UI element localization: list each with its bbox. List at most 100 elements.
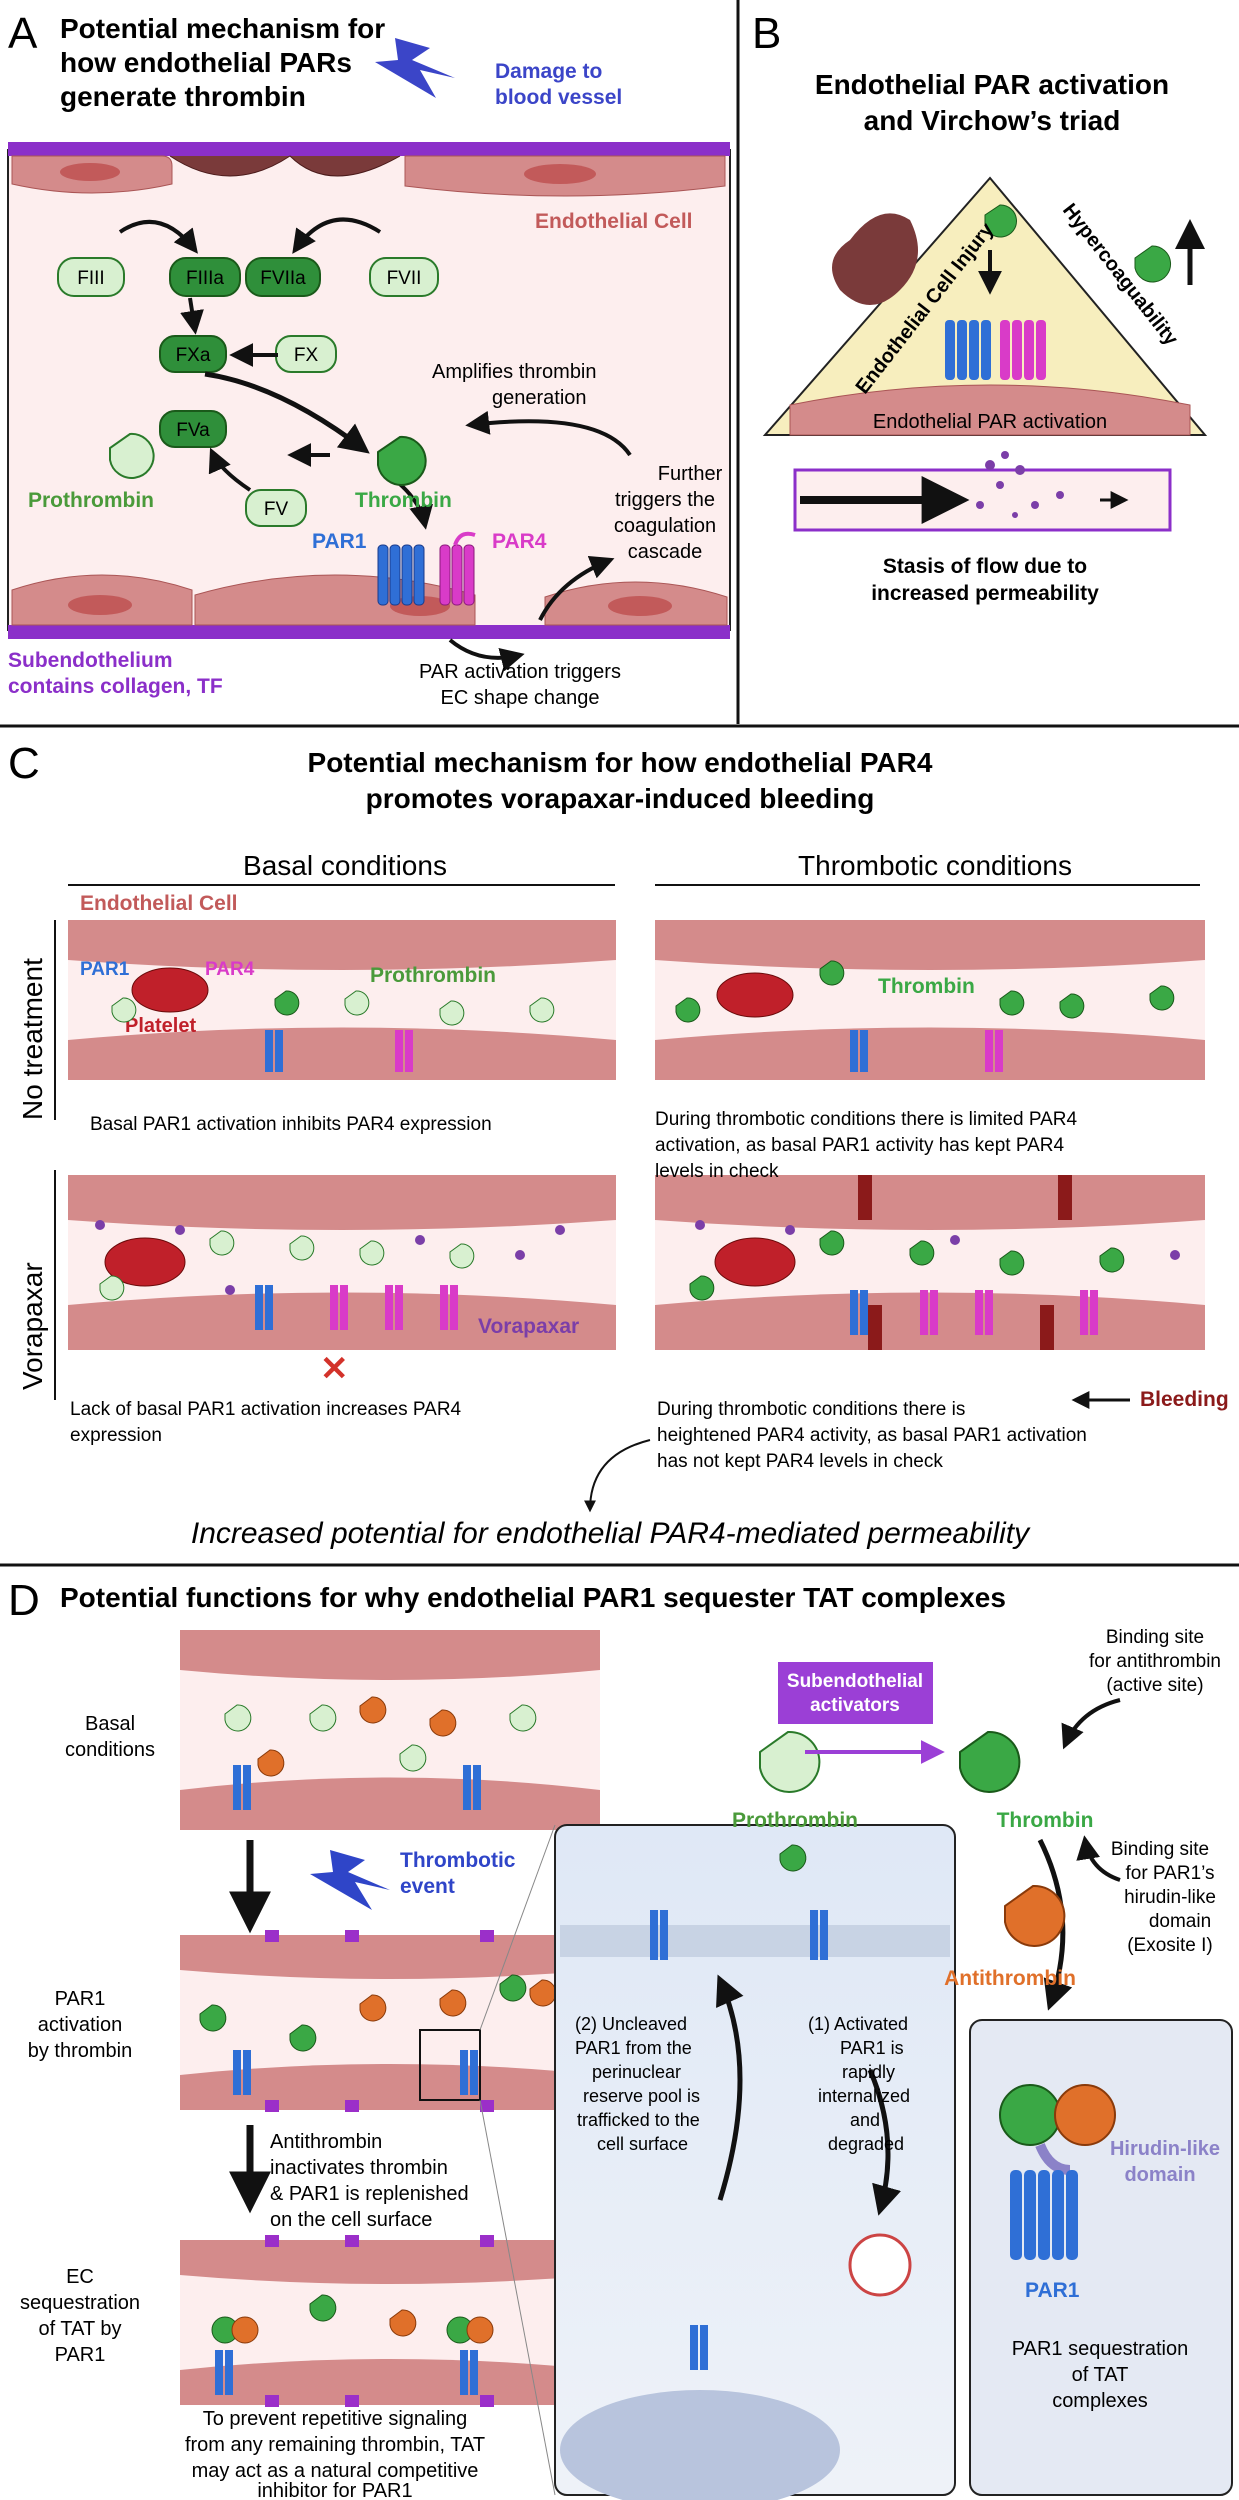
d-prothrombin-icon [759,1730,821,1793]
panel-d-title: Potential functions for why endothelial … [60,1582,1006,1613]
c-conclusion: Increased potential for endothelial PAR4… [191,1517,1031,1550]
d-lightning-icon [310,1850,390,1910]
panel-c-letter: C [8,739,40,788]
d-hirudin-1: Hirudin-like [1110,2138,1220,2160]
d-hirudin-2: domain [1124,2164,1195,2186]
d-internalize-arrow [867,2069,902,2216]
svg-text:FIII: FIII [77,268,104,289]
d-prothrombin-label: Prothrombin [732,1809,858,1832]
par4-label: PAR4 [492,530,547,553]
d-step1-6: degraded [828,2134,904,2154]
factor-fv: FV [245,489,307,527]
d-step1-2: PAR1 is [840,2038,904,2058]
panel-b-letter: B [752,9,781,58]
d-molecules [199,1696,557,2344]
panel-a-title-1: Potential mechanism for [60,13,385,44]
tat-antithrombin-icon [1054,2084,1116,2146]
svg-text:FVa: FVa [176,420,210,441]
amplifies-label-1: Amplifies thrombin [432,361,597,383]
d-anti-4: on the cell surface [270,2209,432,2231]
shape-change-label-1: PAR activation triggers [419,661,621,683]
prothrombin-label: Prothrombin [28,489,154,512]
d-antithrombin-icon [1004,1884,1066,1947]
d-par1act-1: PAR1 [55,1988,106,2010]
d-bind1-3: (active site) [1106,1675,1203,1696]
d-bind2-2: for PAR1’s [1125,1863,1214,1884]
injured-cell-icon [832,213,918,305]
c-basal-receptors [265,1030,413,1072]
c-vora-thrombotic-receptors [850,1290,1098,1335]
d-par1-label: PAR1 [1025,2279,1080,2302]
d-ec-1: EC [66,2266,94,2288]
c-bleeding-label: Bleeding [1140,1388,1229,1411]
factor-fva: FVa [159,410,227,448]
d-prevent-4: inhibitor for PAR1 [257,2480,412,2500]
b-par1 [945,320,991,380]
panel-a-letter: A [8,9,38,58]
d-step2-6: cell surface [597,2134,688,2154]
d-thrombotic-1: Thrombotic [400,1849,516,1872]
d-ec-2: sequestration [20,2292,140,2314]
further-label-4: cascade [628,541,703,563]
endothelial-cells-top [11,155,726,197]
svg-text:FVII: FVII [387,268,422,289]
panel-d: D Potential functions for why endothelia… [8,1576,1233,2500]
d-prevent-1: To prevent repetitive signaling [203,2408,468,2430]
thrombotic-header: Thrombotic conditions [798,850,1072,881]
d-step1-4: internalized [818,2086,910,2106]
d-par1act-2: activation [38,2014,123,2036]
c-vorapaxar-label: Vorapaxar [478,1315,579,1338]
row-vorapaxar: Vorapaxar [17,1262,48,1390]
c-endothelial-label: Endothelial Cell [80,892,238,915]
par1-label: PAR1 [312,530,367,553]
d-step1-3: rapidly [842,2062,895,2082]
vessel-interior [7,149,731,631]
d-bind2-1: Binding site [1111,1839,1209,1860]
d-seq-2: of TAT [1072,2364,1129,2386]
d-seq-3: complexes [1052,2390,1148,2412]
panel-c-title-1: Potential mechanism for how endothelial … [308,747,933,778]
b-endothelium [789,384,1191,436]
activation-label: Endothelial PAR activation [873,411,1107,433]
factor-fviia: FVIIa [245,257,321,297]
subendothelium-label-2: contains collagen, TF [8,675,223,698]
svg-text:FIIIa: FIIIa [186,268,224,289]
c-caption-1: Basal PAR1 activation inhibits PAR4 expr… [90,1114,492,1135]
d-bind2-4: domain [1149,1911,1211,1932]
d-anti-2: inactivates thrombin [270,2157,448,2179]
c-caption-3a: Lack of basal PAR1 activation increases … [70,1399,462,1420]
c-vora-receptors [255,1285,458,1330]
factor-fiii: FIII [57,257,125,297]
d-bind1-2: for antithrombin [1089,1651,1221,1672]
endothelial-cells-bottom [11,574,728,626]
panel-a: A Potential mechanism for how endothelia… [7,9,731,709]
d-subendo-1: Subendothelial [787,1671,923,1692]
d-vessel-2 [180,1930,600,2112]
bind1-arrow [1061,1698,1121,1750]
d-subendo-2: activators [810,1695,900,1716]
amplifies-label-2: generation [492,387,587,409]
panel-b-title-1: Endothelial PAR activation [815,69,1169,100]
factor-fvii: FVII [369,257,439,297]
d-vessel-1 [180,1630,600,1830]
b-thrombin-icon [984,204,1017,238]
c-prothrombin-label: Prothrombin [370,964,496,987]
factor-fiiia: FIIIa [169,257,241,297]
par1-receptor [377,544,425,606]
c-caption-4b: heightened PAR4 activity, as basal PAR1 … [657,1425,1087,1446]
further-label-2: triggers the [615,489,715,511]
lightning-icon [375,38,455,98]
panel-b: B Endothelial PAR activation and Virchow… [752,9,1208,605]
nucleus-shape [560,2390,840,2500]
d-bind1-1: Binding site [1106,1627,1204,1648]
d-step1-5: and [850,2110,880,2130]
panel-b-title-2: and Virchow’s triad [864,105,1121,136]
c-thrombin-label: Thrombin [878,975,975,998]
x-mark-icon: ✕ [320,1350,349,1388]
d-step1-1: (1) Activated [808,2014,908,2034]
thrombin-icon [377,435,427,486]
seq-par1-receptor [1010,2170,1078,2260]
damage-label-2: blood vessel [495,86,622,109]
d-step2-5: trafficked to the [577,2110,700,2130]
panel-a-title-3: generate thrombin [60,81,306,112]
